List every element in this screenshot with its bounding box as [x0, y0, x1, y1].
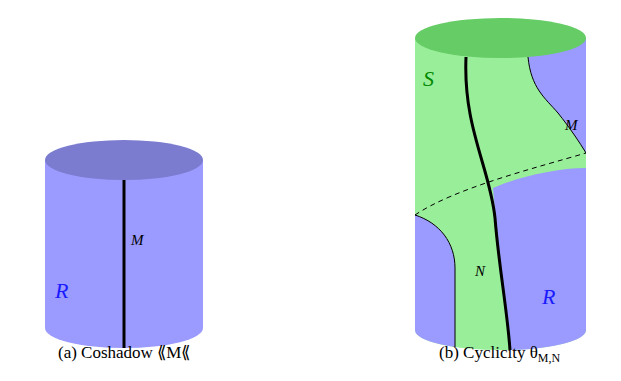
subscript-label: M,N	[538, 351, 560, 365]
caption-line: (b) Cyclicity θM,N	[439, 343, 560, 363]
caption: (b) Cyclicity θ	[439, 343, 538, 362]
region-label: R	[55, 280, 68, 302]
cylinder-outline	[415, 18, 586, 354]
region-label: R	[542, 286, 555, 308]
curve-label: M	[131, 233, 144, 248]
caption-line: (a) Coshadow ⟪M⟪	[58, 343, 190, 363]
region-label: S	[423, 68, 434, 90]
curve-label: M	[565, 118, 578, 133]
curve-label: N	[475, 264, 485, 279]
cylinder-region: S M N R	[415, 18, 586, 354]
cylinder-region: MR	[45, 140, 203, 352]
caption: (a) Coshadow ⟪M⟪	[58, 343, 190, 362]
cylinder-outline	[45, 140, 203, 352]
